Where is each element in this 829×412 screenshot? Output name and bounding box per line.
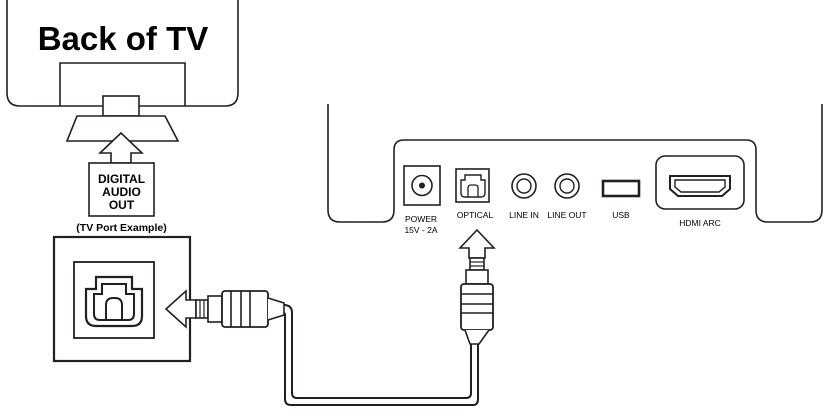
tv-port-example-caption: (TV Port Example) [76, 222, 166, 234]
tv-optical-port-example [52, 235, 192, 363]
power-label: POWER [405, 214, 437, 224]
line-in-jack-icon [511, 173, 537, 199]
power-spec-label: 15V - 2A [404, 225, 437, 235]
right-plug-tip [469, 257, 485, 271]
tv-stand-neck [102, 95, 140, 117]
tv-back: Back of TV DIGITAL AUDIO OUT (TV Port Ex… [6, 0, 239, 234]
line-out-jack-icon [554, 173, 580, 199]
port-example-frame [52, 235, 192, 363]
line-out-label: LINE OUT [547, 210, 586, 220]
digital-audio-out-box [88, 162, 155, 217]
optical-port-icon [460, 174, 486, 198]
optical-cable [283, 304, 479, 406]
left-optical-plug [164, 289, 285, 329]
hdmi-port-icon [669, 175, 731, 197]
cable-outer-line [283, 304, 472, 399]
toslink-port-inner-icon [93, 283, 135, 321]
toslink-port-icon [84, 275, 144, 328]
tv-title: Back of TV [38, 20, 209, 57]
right-plug-body [460, 283, 494, 331]
usb-port-icon [601, 179, 641, 198]
line-in-label: LINE IN [509, 210, 539, 220]
tv-inner-panel [59, 62, 186, 106]
port-label-line-2: AUDIO [102, 185, 141, 199]
cable-inner-line [283, 312, 479, 406]
power-jack-icon [411, 174, 433, 197]
port-example-inner-frame [73, 261, 155, 339]
left-plug-collar [207, 295, 223, 323]
tv-stand-base [65, 115, 180, 142]
toslink-port-core-icon [105, 297, 123, 321]
right-plug-collar [465, 269, 489, 285]
left-plug-tip [195, 299, 209, 319]
right-plug-strain-relief [464, 329, 490, 345]
hdmi-arc-label: HDMI ARC [679, 218, 721, 228]
right-insert-arrow-icon [458, 228, 496, 259]
port-label-line-3: OUT [109, 198, 135, 212]
right-optical-plug [458, 228, 496, 345]
optical-label: OPTICAL [457, 210, 494, 220]
usb-label: USB [612, 210, 630, 220]
soundbar-outline [327, 104, 823, 223]
soundbar-back: POWER 15V - 2A OPTICAL LINE IN LINE OUT … [327, 104, 823, 235]
left-plug-body [221, 290, 269, 328]
left-plug-strain-relief [267, 297, 285, 321]
port-label-line-1: DIGITAL [98, 172, 145, 186]
